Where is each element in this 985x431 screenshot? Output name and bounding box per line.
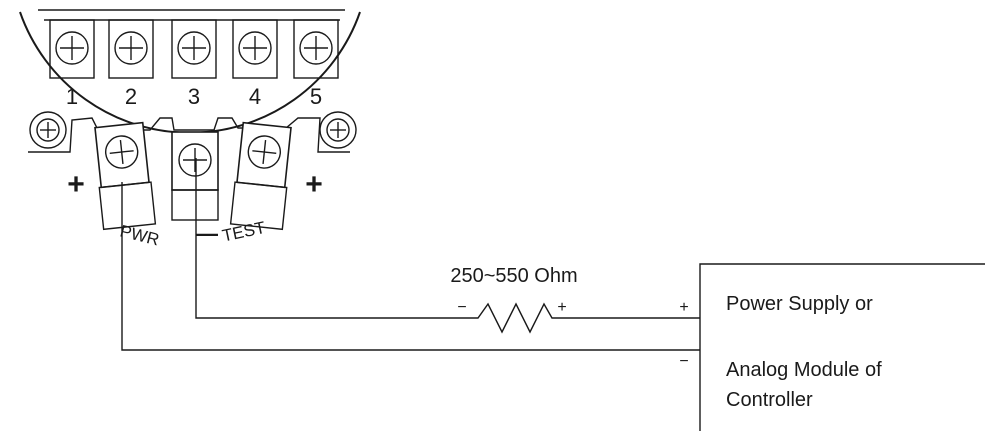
terminal-2 bbox=[108, 19, 154, 79]
supply-minus-label: − bbox=[679, 353, 688, 370]
pwr-wire bbox=[121, 182, 700, 351]
power-supply-box bbox=[699, 263, 985, 431]
terminal-label-5: 5 bbox=[310, 84, 322, 109]
pwr-label: PWR bbox=[118, 221, 161, 249]
terminal-label-1: 1 bbox=[66, 84, 78, 109]
supply-line-1: Power Supply or bbox=[726, 293, 873, 315]
resistor-symbol bbox=[456, 302, 572, 334]
resistor-value-label: 250~550 Ohm bbox=[450, 265, 577, 287]
terminal-label-4: 4 bbox=[249, 84, 261, 109]
test-label: TEST bbox=[221, 218, 267, 246]
pwr-plus-terminal bbox=[94, 121, 157, 231]
terminal-label-3: 3 bbox=[188, 84, 200, 109]
supply-line-2: Analog Module of bbox=[726, 359, 882, 381]
test-wire bbox=[195, 158, 456, 319]
supply-line-3: Controller bbox=[726, 389, 813, 411]
test-plus-terminal bbox=[229, 121, 292, 231]
pwr-minus-terminal bbox=[171, 131, 219, 221]
terminal-1 bbox=[49, 19, 95, 79]
resistor-plus-label: + bbox=[557, 299, 566, 316]
housing-plus-right: + bbox=[305, 168, 323, 201]
terminal-3 bbox=[171, 19, 217, 79]
terminal-5 bbox=[293, 19, 339, 79]
supply-plus-label: + bbox=[679, 299, 688, 316]
resistor-minus-label: − bbox=[457, 299, 466, 316]
mounting-hole-right bbox=[319, 111, 357, 149]
inner-housing-contour bbox=[28, 117, 350, 153]
housing-plus-left: + bbox=[67, 168, 85, 201]
terminal-label-2: 2 bbox=[125, 84, 137, 109]
mounting-hole-left bbox=[29, 111, 67, 149]
terminal-4 bbox=[232, 19, 278, 79]
terminal-block bbox=[49, 19, 339, 79]
test-minus-label: — bbox=[196, 221, 218, 246]
transmitter-housing bbox=[19, 11, 361, 134]
